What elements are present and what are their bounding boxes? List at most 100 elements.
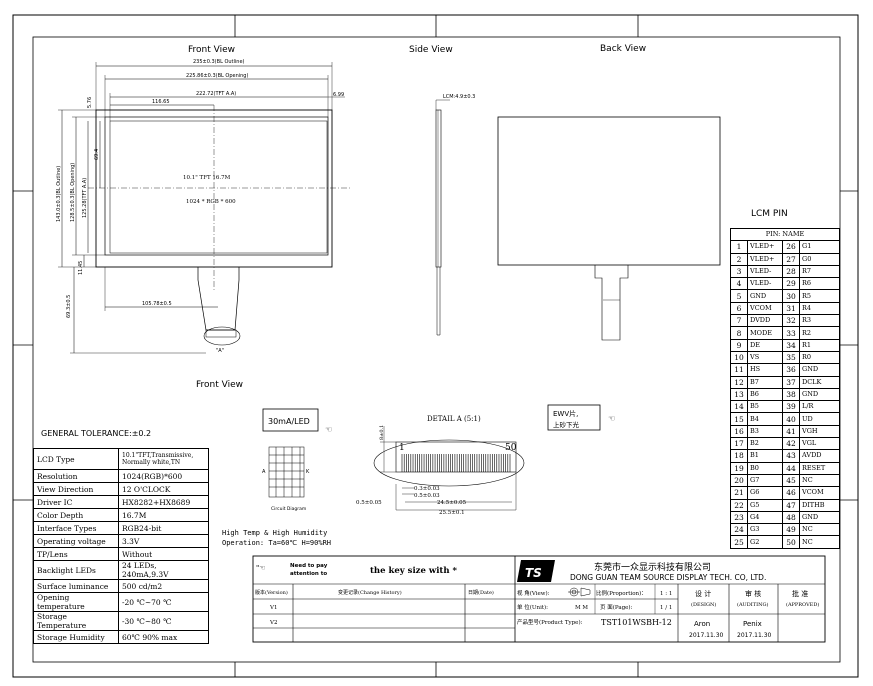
pin-number: 5 [730, 289, 748, 303]
pin-number: 7 [730, 314, 748, 328]
pin-name: AVDD [799, 449, 840, 463]
pin-name: R2 [799, 326, 840, 340]
detail-pin-first: 1 [399, 443, 405, 453]
hist-v1: V1 [269, 605, 277, 611]
pin-name: G0 [799, 252, 840, 266]
hist-header-date: 日期(Date) [468, 589, 494, 596]
note-key-size: the key size with * [370, 566, 457, 576]
pin-name: RESET [799, 461, 840, 475]
pin-name: B5 [747, 400, 783, 414]
pin-number: 17 [730, 437, 748, 451]
pin-number: 12 [730, 375, 748, 389]
border-ticks [13, 15, 858, 677]
detail-a-title: DETAIL A (5:1) [427, 415, 481, 423]
pin-name: NC [799, 535, 840, 549]
dim-lcm-thickness: LCM:4.9±0.3 [443, 94, 475, 100]
unit-label: 单 位(Unit): [517, 603, 548, 611]
dim-bottom-gap: 11.45 [78, 261, 84, 275]
detail-d2: 0.5±0.03 [414, 493, 440, 499]
back-view-title: Back View [600, 44, 646, 54]
pin-number: 9 [730, 338, 748, 352]
pin-name: GND [799, 363, 840, 377]
pin-name: NC [799, 473, 840, 488]
product-type-label: 产品型号(Product Type): [517, 618, 583, 626]
detail-a-callout: "A" [216, 348, 224, 354]
led-circuit-diagram [268, 446, 305, 498]
pin-name: B0 [747, 461, 783, 475]
page-label: 页 面(Page): [600, 604, 633, 611]
ewv-pointer-icon: ☜ [608, 414, 615, 423]
dim-tft-aa-w: 222.72(TFT A.A) [196, 91, 236, 97]
spec-key: Operating voltage [33, 534, 119, 548]
note-pointer-icon: "☜ [256, 564, 266, 572]
unit-value: M M [575, 605, 588, 611]
pin-name: GND [747, 289, 783, 303]
pin-number: 48 [782, 510, 800, 525]
pin-name: DVDD [747, 314, 783, 328]
pin-number: 38 [782, 387, 800, 402]
general-tolerance: GENERAL TOLERANCE:±0.2 [41, 429, 151, 438]
dim-half-w: 116.65 [152, 99, 170, 105]
pin-number: 1 [730, 240, 748, 254]
proportion-value: 1 : 1 [660, 591, 672, 597]
pin-name: L/R [799, 400, 840, 414]
pin-name: VLED- [747, 264, 783, 279]
spec-value: 500 cd/m2 [118, 579, 209, 593]
spec-key: Storage Humidity [33, 630, 119, 644]
hist-header-version: 版本(Version) [255, 589, 288, 596]
spec-value: Without [118, 547, 209, 561]
pin-number: 15 [730, 412, 748, 426]
front-view-lower-title: Front View [196, 380, 243, 390]
dim-bl-outline-h: 143.0±0.3(BL Outline) [56, 166, 62, 222]
proportion-label: 比例(Proportion)： [596, 589, 647, 597]
pin-number: 44 [782, 461, 800, 475]
spec-key: Interface Types [33, 521, 119, 535]
side-view-drawing [435, 99, 450, 336]
spec-key: Resolution [33, 469, 119, 483]
pin-number: 10 [730, 350, 748, 365]
dim-fpc-pos: 105.78±0.5 [142, 301, 172, 307]
spec-key: Opening temperature [33, 592, 119, 612]
circuit-diagram-label: Circuit Diagram [271, 506, 306, 512]
pin-number: 19 [730, 461, 748, 475]
spec-value: -20 ℃~70 ℃ [118, 592, 209, 612]
pin-name: B3 [747, 424, 783, 439]
pin-number: 47 [782, 498, 800, 512]
pin-name: DITHB [799, 498, 840, 512]
circuit-cathode-label: K [306, 469, 310, 475]
pin-name: R3 [799, 314, 840, 328]
pin-name: VCOM [747, 301, 783, 316]
back-view-drawing [497, 116, 721, 341]
spec-key: Storage Temperature [33, 611, 119, 631]
pin-name: NC [799, 523, 840, 537]
front-view-drawing [58, 62, 350, 354]
pin-number: 43 [782, 449, 800, 463]
pin-number: 6 [730, 301, 748, 316]
spec-value: 10.1"TFT,Transmissive, Normally white,TN [118, 448, 209, 470]
pin-name: HS [747, 363, 783, 377]
pin-number: 27 [782, 252, 800, 266]
pin-number: 2 [730, 252, 748, 266]
spec-key: Surface luminance [33, 579, 119, 593]
dim-fpc-len: 69.3±0.5 [66, 295, 72, 318]
detail-d4: 24.5±0.05 [437, 500, 467, 506]
ewv-box [547, 404, 601, 431]
hist-header-change: 变更记录(Change History) [338, 589, 402, 596]
